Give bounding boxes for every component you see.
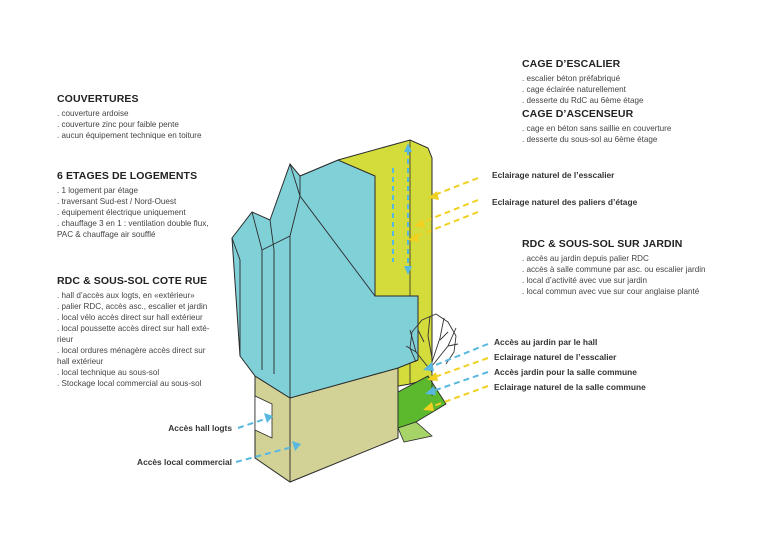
lighting-arrow-heads-upper: [408, 191, 439, 242]
etages-item: . chauffage 3 en 1 : ventilation double …: [57, 219, 209, 228]
rdc-jardin-item: . accès à salle commune par asc. ou esca…: [522, 265, 706, 274]
rdc-rue-item: . palier RDC, accès asc., escalier et ja…: [57, 302, 208, 311]
cage-escalier-block: CAGE D’ESCALIER . escalier béton préfabr…: [522, 58, 643, 106]
rdc-jardin-title: RDC & SOUS-SOL SUR JARDIN: [522, 238, 683, 250]
entrance-arrows: [235, 417, 297, 463]
rdc-rue-block: RDC & SOUS-SOL COTE RUE . hall d’accès a…: [57, 275, 210, 389]
garden-patch: [397, 375, 447, 443]
cage-ascenseur-title: CAGE D’ASCENSEUR: [522, 108, 634, 120]
etages-item: . équipement électrique uniquement: [57, 208, 186, 217]
rdc-rue-item: . hall d’accès aux logts, en «extérieur»: [57, 291, 195, 300]
couvertures-block: COUVERTURES . couverture ardoise . couve…: [57, 93, 201, 141]
rdc-rue-item: . local poussette accès direct sur hall …: [57, 324, 210, 333]
rdc-rue-item: . Stockage local commercial au sous-sol: [57, 379, 202, 388]
rdc-jardin-item: . local d’activité avec vue sur jardin: [522, 276, 648, 285]
cage-escalier-item: . escalier béton préfabriqué: [522, 74, 621, 83]
label-acces-hall: Accès hall logts: [168, 423, 232, 433]
couvertures-item: . couverture zinc pour faible pente: [57, 120, 179, 129]
etages-item: PAC & chauffage air soufflé: [57, 230, 156, 239]
couvertures-item: . couverture ardoise: [57, 109, 129, 118]
rdc-rue-title: RDC & SOUS-SOL COTE RUE: [57, 275, 208, 287]
rdc-rue-item: . local vélo accès direct sur hall extér…: [57, 313, 203, 322]
rdc-rue-item: hall extérieur: [57, 357, 104, 366]
label-eclairage-escalier-low: Eclairage naturel de l’esscalier: [494, 352, 617, 362]
cage-ascenseur-item: . cage en béton sans saillie en couvertu…: [522, 124, 672, 133]
label-eclairage-escalier-top: Eclairage naturel de l’esscalier: [492, 170, 615, 180]
couvertures-item: . aucun équipement technique en toiture: [57, 131, 202, 140]
housing-floors-volume: [231, 159, 419, 399]
etages-title: 6 ETAGES DE LOGEMENTS: [57, 170, 198, 182]
label-eclairage-salle: Eclairage naturel de la salle commune: [494, 382, 646, 392]
lower-right-arrow-heads: [423, 362, 438, 411]
vertical-circulation-arrows: [392, 150, 409, 270]
rdc-rue-item: rieur: [57, 335, 74, 344]
rdc-jardin-block: RDC & SOUS-SOL SUR JARDIN . accès au jar…: [522, 238, 706, 297]
entrance-arrow-heads: [264, 413, 301, 451]
vertical-arrow-heads: [404, 143, 412, 275]
couvertures-title: COUVERTURES: [57, 93, 139, 105]
rdc-rue-item: . local technique au sous-sol: [57, 368, 160, 377]
cage-escalier-item: . desserte du RdC au 6ème étage: [522, 96, 644, 105]
etages-item: . 1 logement par étage: [57, 186, 138, 195]
lower-right-arrows: [427, 343, 489, 409]
cage-escalier-item: . cage éclairée naturellement: [522, 85, 626, 94]
cage-ascenseur-block: CAGE D’ASCENSEUR . cage en béton sans sa…: [522, 108, 671, 145]
label-acces-local: Accès local commercial: [137, 457, 232, 467]
etages-block: 6 ETAGES DE LOGEMENTS . 1 logement par é…: [57, 170, 209, 240]
etages-item: . traversant Sud-est / Nord-Ouest: [57, 197, 177, 206]
rdc-jardin-item: . accès au jardin depuis palier RDC: [522, 254, 649, 263]
rdc-jardin-item: . local commun avec vue sur cour anglais…: [522, 287, 700, 296]
rdc-rue-item: . local ordures ménagère accès direct su…: [57, 346, 206, 355]
label-acces-jardin-hall: Accès au jardin par le hall: [494, 337, 598, 347]
label-eclairage-paliers: Eclairage naturel des paliers d’étage: [492, 197, 638, 207]
label-acces-jardin-salle: Accès jardin pour la salle commune: [494, 367, 637, 377]
cage-ascenseur-item: . desserte du sous-sol au 6ème étage: [522, 135, 658, 144]
cage-escalier-title: CAGE D’ESCALIER: [522, 58, 621, 70]
lighting-arrows-upper: [411, 177, 479, 239]
